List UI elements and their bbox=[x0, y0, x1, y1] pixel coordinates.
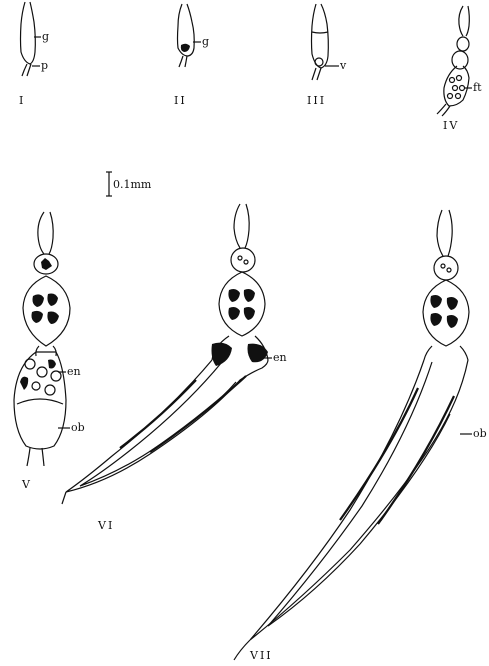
panel-iv-drawing bbox=[437, 6, 472, 116]
panel-i-roman-label: I bbox=[19, 95, 25, 106]
panel-iii-drawing bbox=[312, 4, 340, 80]
panel-ii-g-label: g bbox=[202, 36, 209, 47]
panel-i-drawing bbox=[21, 2, 42, 76]
panel-i-g-label: g bbox=[42, 31, 49, 42]
panel-i-stalk bbox=[22, 64, 27, 76]
panel-ii-drawing bbox=[178, 4, 202, 67]
panel-iii-roman-label: III bbox=[307, 95, 326, 106]
panel-vi-en-label: en bbox=[273, 352, 287, 363]
panel-ii-dark-cell bbox=[181, 44, 190, 52]
panel-vii-roman-label: VII bbox=[250, 650, 273, 661]
panel-vii-sporangium bbox=[423, 280, 469, 346]
panel-vii-neck bbox=[424, 346, 432, 360]
panel-v-ob-boundary bbox=[17, 399, 63, 404]
panel-v-ob-label: ob bbox=[71, 422, 85, 433]
panel-vi-drawing bbox=[62, 204, 272, 504]
panel-vi-roman-label: VI bbox=[98, 520, 114, 531]
panel-iv-ft-label: ft bbox=[473, 82, 482, 93]
panel-i-cell bbox=[21, 2, 36, 64]
panel-v-en-label: en bbox=[67, 366, 81, 377]
panel-iv-tip bbox=[459, 6, 463, 36]
panel-v-drawing bbox=[14, 212, 70, 466]
panel-ii-roman-label: II bbox=[174, 95, 187, 106]
panel-vi-tip bbox=[234, 204, 240, 248]
panel-v-sporangium bbox=[23, 276, 70, 346]
panel-iii-vesicle bbox=[315, 58, 323, 66]
panel-iv-roman-label: IV bbox=[443, 120, 459, 131]
panel-v-lower-body bbox=[14, 352, 66, 449]
scale-bar-drawing bbox=[106, 172, 112, 196]
panel-vii-ob-label: ob bbox=[473, 428, 487, 439]
panel-iii-v-label: v bbox=[340, 60, 346, 71]
panel-v-tip bbox=[38, 212, 44, 254]
panel-vii-tip bbox=[437, 210, 443, 256]
panel-i-p-label: p bbox=[41, 60, 48, 71]
scale-bar-label: 0.1mm bbox=[113, 179, 151, 190]
panel-iii-wall bbox=[312, 32, 328, 33]
panel-vi-sporangium bbox=[219, 272, 265, 336]
panel-v-stalk bbox=[27, 448, 30, 466]
panel-v-roman-label: V bbox=[22, 479, 32, 490]
panel-vi-tube-outer bbox=[66, 360, 268, 492]
panel-vii-drawing bbox=[234, 210, 472, 660]
panel-vii-tube-outer bbox=[250, 360, 468, 640]
